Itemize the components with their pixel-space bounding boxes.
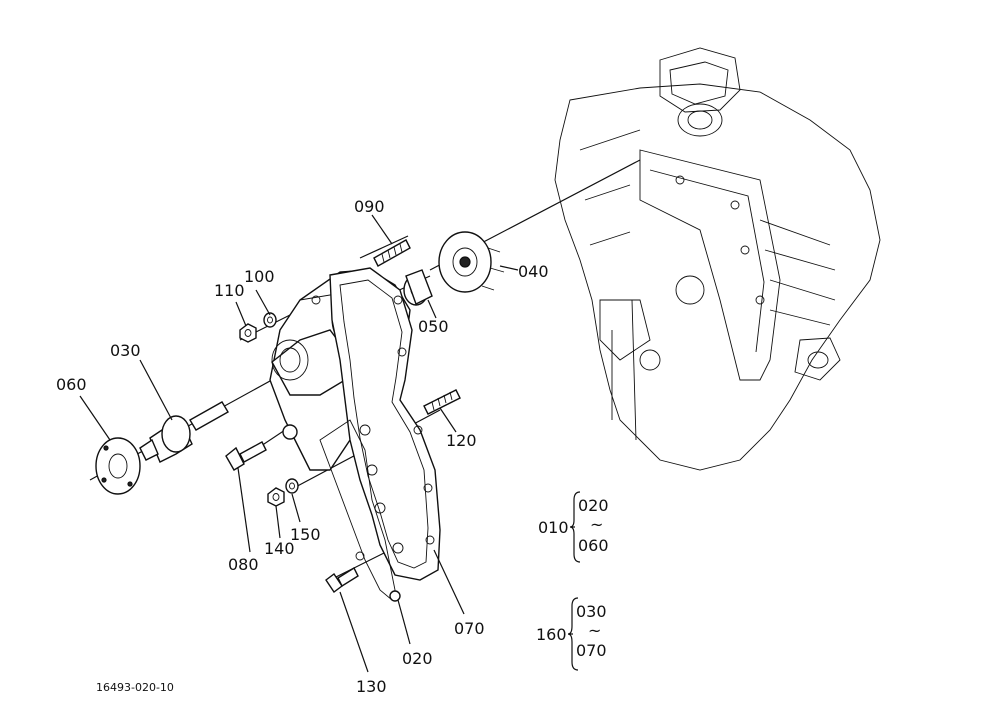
group-160-label: 160 (536, 625, 567, 644)
leader-lines (79, 214, 519, 673)
part-100-washer (263, 312, 277, 328)
group-160-legend: 160 030 ~ 070 (536, 597, 607, 671)
part-130-bolt (325, 566, 359, 594)
part-140-nut (267, 487, 285, 507)
label-150: 150 (290, 525, 321, 544)
group-010-from: 020 (578, 496, 609, 515)
label-070: 070 (454, 619, 485, 638)
part-070-gasket (329, 267, 441, 581)
label-040: 040 (518, 262, 549, 281)
label-110: 110 (214, 281, 245, 300)
label-100: 100 (244, 267, 275, 286)
engine-block (554, 47, 881, 471)
part-060-flange (95, 437, 141, 495)
label-130: 130 (356, 677, 387, 696)
label-030: 030 (110, 341, 141, 360)
group-160-tilde: ~ (588, 621, 601, 640)
label-020: 020 (402, 649, 433, 668)
part-020-cover (319, 419, 401, 602)
part-080-bolt (225, 441, 267, 471)
label-140: 140 (264, 539, 295, 558)
label-080: 080 (228, 555, 259, 574)
part-120-stud (423, 389, 461, 415)
part-030-shaft (139, 401, 229, 463)
part-090-stud (373, 239, 411, 267)
label-050: 050 (418, 317, 449, 336)
group-010-to: 060 (578, 536, 609, 555)
callout-labels: 090 110 100 030 060 040 050 120 080 140 … (56, 197, 549, 696)
label-060: 060 (56, 375, 87, 394)
group-010-legend: 010 020 ~ 060 (538, 491, 609, 563)
group-160-to: 070 (576, 641, 607, 660)
group-010-tilde: ~ (590, 515, 603, 534)
group-010-label: 010 (538, 518, 569, 537)
label-090: 090 (354, 197, 385, 216)
group-160-from: 030 (576, 602, 607, 621)
part-040-impeller (438, 231, 505, 293)
part-150-washer (285, 478, 299, 494)
label-120: 120 (446, 431, 477, 450)
part-110-nut (239, 323, 257, 343)
drawing-reference-number: 16493-020-10 (96, 681, 174, 694)
part-050-seal (403, 269, 433, 306)
